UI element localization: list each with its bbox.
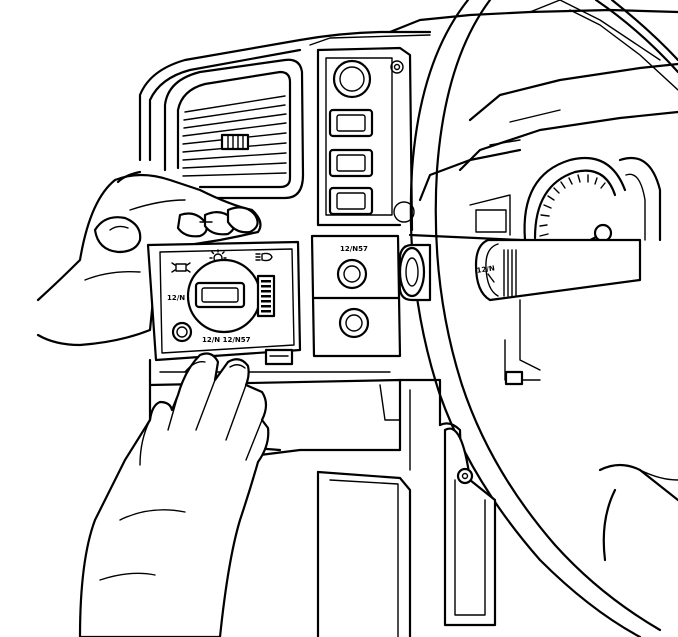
cluster-housing: [408, 148, 541, 386]
headlamp-icon: [255, 252, 273, 262]
lower-hand: [78, 352, 270, 637]
vent-adjuster-tab: [220, 133, 250, 151]
switch-1: [328, 108, 374, 138]
aux-button-upper[interactable]: [336, 258, 368, 290]
knob-label-left: 12/N: [167, 294, 185, 302]
switch-2: [328, 148, 374, 178]
fog-lamp-button[interactable]: [171, 321, 193, 343]
wiper-rotary-knob: [398, 243, 432, 302]
auxiliary-switch-module: 12/N57: [310, 234, 402, 358]
turn-signal-stalk: 12/N: [474, 238, 642, 302]
side-switch-label: 12/N57: [340, 245, 368, 253]
air-vent: [163, 58, 305, 200]
center-switch-column: [316, 46, 415, 232]
dimmer-thumbwheel[interactable]: [256, 274, 276, 318]
steering-wheel: [409, 0, 678, 637]
parking-lamp-icon: [171, 262, 191, 273]
fastener: [456, 467, 474, 485]
knob-grip: [194, 281, 246, 309]
headlamp-switch-panel: 12/N 12/N 12/N57: [146, 240, 302, 366]
dashboard-upper-shell: [138, 0, 678, 172]
stalk-label: 12/N: [476, 264, 495, 274]
knob-label-bottom: 12/N 12/N57: [202, 336, 251, 344]
speedometer-gauge: [523, 156, 662, 264]
aux-button-lower[interactable]: [338, 307, 370, 339]
switch-3: [328, 186, 374, 216]
rear-defog-knob: [332, 59, 372, 99]
